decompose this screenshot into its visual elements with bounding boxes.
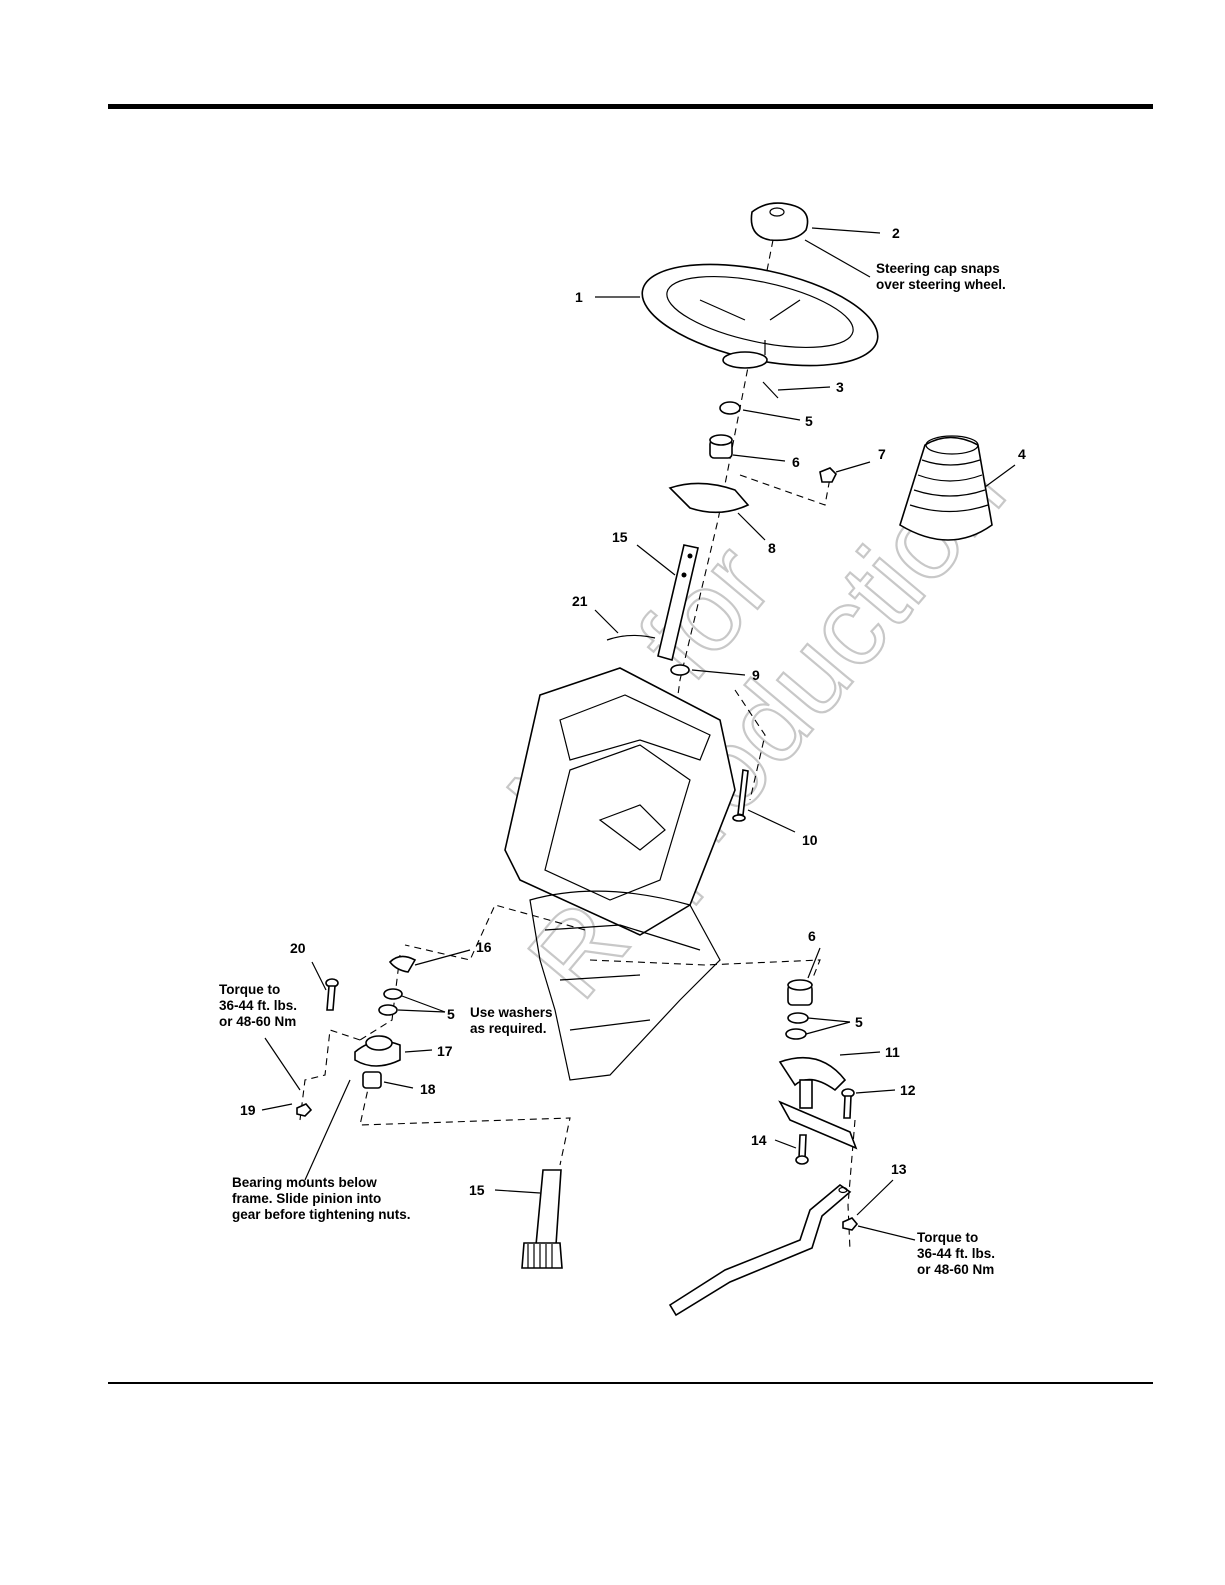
washer-top-part	[720, 402, 740, 414]
note-bearing-line-1: Bearing mounts below	[232, 1175, 377, 1190]
callout-10: 10	[802, 832, 818, 848]
note-torque-right-line-2: 36-44 ft. lbs.	[917, 1246, 995, 1261]
callout-1: 1	[575, 289, 583, 305]
washer-5-right-a-part	[788, 1013, 808, 1023]
note-torque-left-line-3: or 48-60 Nm	[219, 1014, 296, 1029]
callout-2: 2	[892, 225, 900, 241]
note-washers-line-2: as required.	[470, 1021, 547, 1036]
washer-5-right-b-part	[786, 1029, 806, 1039]
drag-link-part	[670, 1185, 850, 1315]
callout-19: 19	[240, 1102, 256, 1118]
callout-12: 12	[900, 1082, 916, 1098]
bushing-6-right-part	[788, 980, 812, 1005]
steering-shaft-lower-part	[522, 1170, 562, 1268]
bushing-top-part	[710, 435, 732, 458]
callout-8: 8	[768, 540, 776, 556]
note-bearing-line-3: gear before tightening nuts.	[232, 1207, 411, 1222]
callout-5-top: 5	[805, 413, 813, 429]
steering-cap-part	[751, 203, 807, 240]
nut-part	[820, 468, 836, 482]
callout-6-right: 6	[808, 928, 816, 944]
callout-15-top: 15	[612, 529, 628, 545]
callout-15-bottom: 15	[469, 1182, 485, 1198]
callout-21: 21	[572, 593, 588, 609]
callout-20: 20	[290, 940, 306, 956]
note-steering-cap-line-1: Steering cap snaps	[876, 261, 1000, 276]
nut-19-part	[297, 1104, 311, 1116]
roll-pin-part	[763, 382, 778, 398]
callout-5-right: 5	[855, 1014, 863, 1030]
callout-3: 3	[836, 379, 844, 395]
bushing-18-part	[363, 1072, 381, 1088]
note-bearing-line-2: frame. Slide pinion into	[232, 1191, 381, 1206]
callout-4: 4	[1018, 446, 1026, 462]
callout-9: 9	[752, 667, 760, 683]
bolt-20-part	[326, 979, 338, 1010]
callout-17: 17	[437, 1043, 453, 1059]
note-torque-left: Torque to 36-44 ft. lbs. or 48-60 Nm	[219, 982, 297, 1029]
steering-wheel-part	[633, 246, 886, 384]
washer-5-left-b-part	[379, 1005, 397, 1015]
callout-5-left: 5	[447, 1006, 455, 1022]
spacer-16-part	[390, 956, 415, 972]
bolt-12-part	[842, 1089, 854, 1118]
callout-14: 14	[751, 1132, 767, 1148]
note-steering-cap: Steering cap snaps over steering wheel.	[876, 261, 1006, 292]
note-steering-cap-line-2: over steering wheel.	[876, 277, 1006, 292]
bearing-flange-17-part	[355, 1036, 400, 1066]
note-washers: Use washers as required.	[470, 1005, 553, 1036]
callout-13: 13	[891, 1161, 907, 1177]
callout-16: 16	[476, 939, 492, 955]
washer-5-left-a-part	[384, 989, 402, 999]
note-washers-line-1: Use washers	[470, 1005, 553, 1020]
bolt-14-part	[796, 1135, 808, 1164]
note-torque-right-line-3: or 48-60 Nm	[917, 1262, 994, 1277]
washer-9-part	[671, 665, 689, 675]
callout-6-top: 6	[792, 454, 800, 470]
nut-13-part	[843, 1218, 857, 1230]
note-bearing: Bearing mounts below frame. Slide pinion…	[232, 1175, 411, 1222]
callout-18: 18	[420, 1081, 436, 1097]
note-torque-left-line-2: 36-44 ft. lbs.	[219, 998, 297, 1013]
plate-part	[670, 483, 748, 512]
note-torque-left-line-1: Torque to	[219, 982, 280, 997]
note-torque-right-line-1: Torque to	[917, 1230, 978, 1245]
callout-11: 11	[885, 1044, 900, 1060]
callout-7: 7	[878, 446, 886, 462]
note-torque-right: Torque to 36-44 ft. lbs. or 48-60 Nm	[917, 1230, 995, 1277]
